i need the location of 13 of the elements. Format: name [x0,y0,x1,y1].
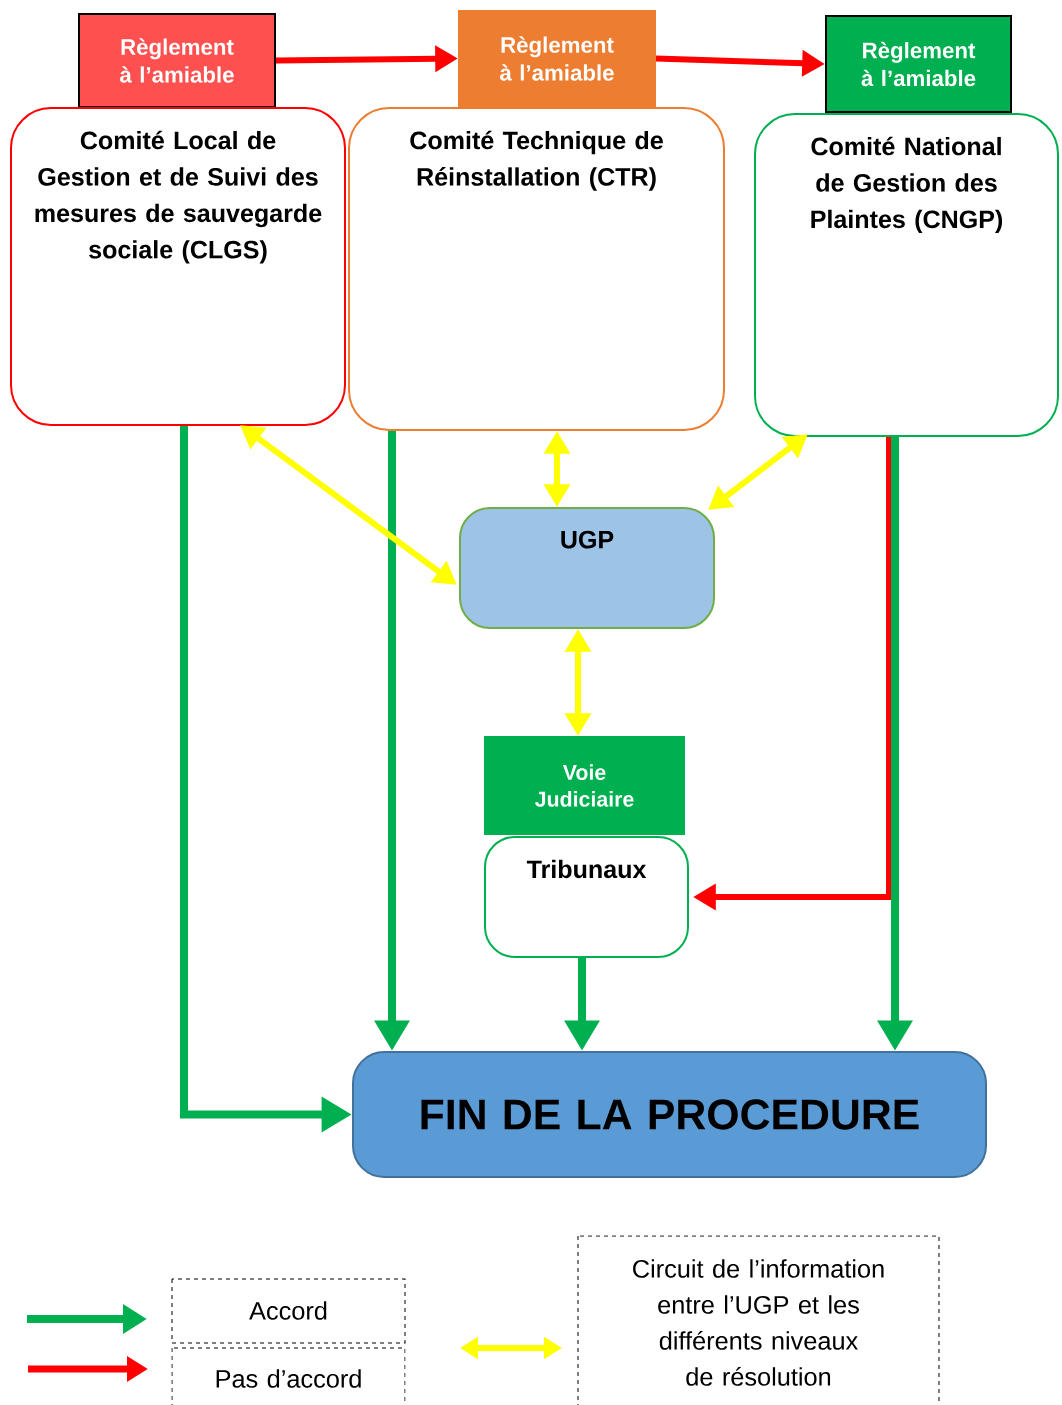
judicial-box: Voie Judiciaire [484,736,685,835]
legend-box: Accord [171,1278,406,1344]
ugp-box: UGP [459,507,715,629]
committee-box: Comité Local de Gestion et de Suivi des mesures de sauvegarde sociale (CLGS) [10,107,346,426]
committee-box: Comité Technique de Réinstallation (CTR) [348,107,725,431]
settlement-box: Règlement à l’amiable [825,15,1012,113]
settlement-box: Règlement à l’amiable [78,13,276,108]
legend-box: Pas d’accord [171,1347,406,1405]
legend-box: Circuit de l’information entre l’UGP et les différents niveaux de résolution [577,1235,940,1405]
settlement-box: Règlement à l’amiable [458,10,656,107]
end-box: FIN DE LA PROCEDURE [352,1051,987,1178]
court-box: Tribunaux [484,836,689,958]
committee-box: Comité National de Gestion des Plaintes (CNGP) [754,113,1059,437]
